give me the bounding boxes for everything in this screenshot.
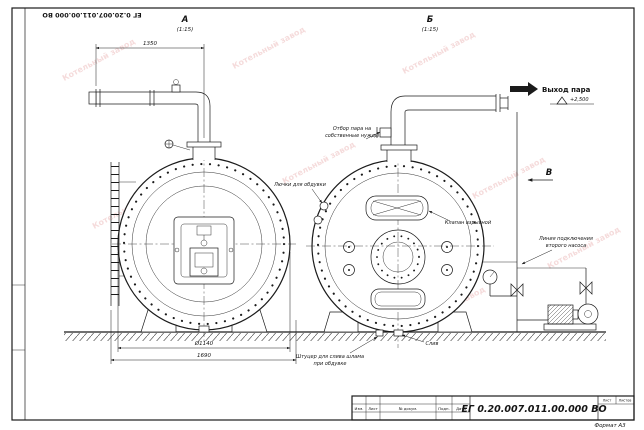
feed-pump (543, 303, 599, 331)
view-a-scale: (1:15) (177, 27, 194, 33)
bottom-hatch (370, 288, 426, 310)
titleblock-col-izm: Изм. (355, 406, 364, 411)
titleblock-col-podp: Подп. (438, 406, 450, 411)
view-b-letter: Б (427, 15, 434, 25)
steam-pipe-b (376, 94, 509, 162)
door-lock (228, 247, 234, 253)
watermark-text: Котельный завод (471, 154, 547, 200)
corner-doc-number: ЕГ 0.20.007.011.00.000 ВО (42, 11, 142, 19)
dim-top-width: 1350 (143, 41, 157, 47)
pipe-vent-fitting (171, 84, 181, 93)
blow-hatch (313, 215, 323, 225)
annotation-sludge: Штуцер для слива шлама при обдувке (296, 336, 378, 367)
boiler-front-view (88, 79, 296, 344)
steam-out-label: Выход пара (542, 86, 591, 94)
view-b-label: Б (1:15) (422, 15, 439, 33)
valve (510, 283, 524, 297)
titleblock-col-docnum: № докум. (399, 406, 418, 411)
drain-label: Слив (426, 341, 439, 347)
inspection-fitting (441, 264, 453, 276)
sludge-stub (375, 329, 384, 337)
ground-line (64, 331, 606, 341)
sludge-label-2: при обдувке (314, 361, 347, 367)
titleblock-col-data: Дата (456, 406, 466, 411)
annotation-blow-hatches: Лючки для обдувки (273, 182, 327, 204)
pump-base (543, 323, 597, 331)
dimensions-a: 1350 Ø1140 1690 (95, 41, 297, 364)
steam-tap-label-1: Отбор пара на (333, 126, 371, 132)
watermark-text: Котельный завод (61, 36, 137, 82)
annotation-steam-tap: Отбор пара на собственные нужды (325, 126, 381, 140)
access-ladder (110, 162, 136, 306)
explosion-valve-hatch (365, 195, 429, 221)
pressure-gauge (482, 269, 517, 297)
drain-stub-b (393, 329, 404, 337)
watermark-text: Котельный завод (401, 29, 477, 75)
dim-base-width: 1690 (197, 353, 211, 359)
pump-housing (577, 303, 599, 325)
titleblock-sheets-label: Листов (619, 399, 632, 403)
format-label: Формат А3 (594, 423, 626, 429)
feedwater-piping (482, 112, 593, 332)
door-hinge (174, 247, 180, 253)
pump-line-label-1: Линия подключения (538, 236, 593, 242)
manhole (370, 229, 426, 285)
pump-line-label-2: второго насоса (546, 243, 586, 249)
titleblock-col-list: Лист (368, 406, 378, 411)
watermark-text: Котельный завод (231, 24, 307, 70)
steam-pipe-a (88, 79, 222, 160)
dim-shell-dia: Ø1140 (194, 340, 214, 347)
inspection-fitting (343, 264, 355, 276)
inspection-fitting (343, 241, 355, 253)
view-a-label: А (1:15) (177, 15, 194, 33)
pump-coupling (572, 309, 579, 320)
valve (579, 281, 593, 295)
view-v-letter: В (546, 168, 552, 178)
annotation-steam-out: Выход пара (510, 82, 591, 96)
sludge-label-1: Штуцер для слива шлама (296, 354, 364, 360)
annotation-elevation: +2,500 (550, 96, 594, 105)
view-b-scale: (1:15) (422, 27, 439, 33)
titleblock-sheet-label: Лист (603, 399, 612, 403)
elevation-mark-icon (556, 96, 568, 105)
elevation-label: +2,500 (570, 97, 589, 103)
boiler-door (173, 216, 235, 285)
drawing-frame (11, 7, 635, 421)
steam-out-arrow-icon (510, 82, 538, 96)
burner-opening (189, 247, 219, 277)
blow-hatches-label: Лючки для обдувки (273, 182, 327, 188)
annotation-pump-line: Линия подключения второго насоса (521, 236, 593, 265)
pipe-flange (186, 141, 222, 148)
steam-tap-stub (379, 127, 392, 138)
pump-motor (547, 304, 574, 325)
inspection-fitting (441, 241, 453, 253)
titleblock-doc-number: ЕГ 0.20.007.011.00.000 ВО (461, 404, 606, 415)
pipe-flange (380, 144, 418, 151)
explosion-valve-label: Клапан взрывной (445, 220, 492, 226)
drain-stub-a (198, 325, 210, 333)
view-a-letter: А (181, 15, 189, 25)
annotation-explosion-valve: Клапан взрывной (428, 210, 492, 226)
view-v-arrow: В (527, 168, 553, 182)
title-block: Изм. Лист № докум. Подп. Дата ЕГ 0.20.00… (351, 395, 635, 421)
annotation-drain: Слив (401, 334, 439, 347)
blow-hatch (319, 201, 329, 211)
steam-tap-label-2: собственные нужды (325, 133, 379, 139)
boiler-rear-view (306, 94, 509, 348)
